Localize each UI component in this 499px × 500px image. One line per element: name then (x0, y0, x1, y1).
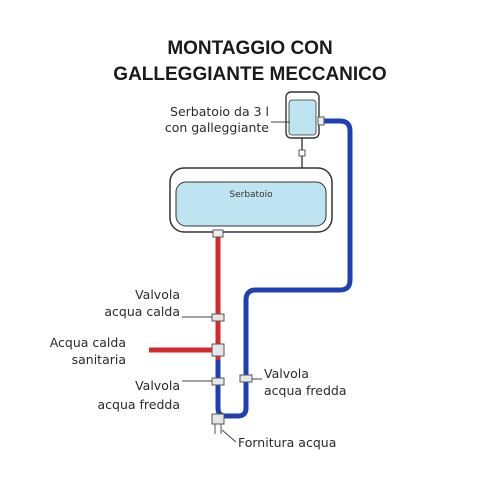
title-line-1: MONTAGGIO CON (167, 38, 332, 59)
main-tank: Serbatoio (169, 167, 333, 233)
supply-fitting (211, 413, 225, 425)
cold-valve-right-label-1: Valvola (264, 366, 309, 381)
cold-valve-right (239, 374, 253, 383)
cold-valve-right-label-2: acqua fredda (264, 383, 347, 398)
hot-valve (211, 313, 225, 322)
small-tank (285, 91, 320, 139)
hot-valve-label-2: acqua calda (104, 304, 180, 319)
small-tank-label-1: Serbatoio da 3 l (170, 104, 269, 119)
small-tank-inlet-fitting (317, 116, 325, 126)
hot-water-label-2: sanitaria (72, 352, 126, 367)
cold-valve-left-label-1: Valvola (135, 378, 180, 393)
cold-water-pipe (215, 118, 353, 419)
leader-supply (221, 429, 237, 443)
hot-water-label-1: Acqua calda (50, 335, 126, 350)
overflow-fitting (298, 149, 306, 157)
hot-valve-label-1: Valvola (135, 287, 180, 302)
tank-outlet-fitting (212, 229, 224, 238)
small-tank-label-2: con galleggiante (165, 120, 269, 135)
cold-valve-left (211, 377, 225, 386)
tee-fitting (211, 343, 225, 357)
supply-label: Fornitura acqua (238, 435, 336, 450)
main-tank-label: Serbatoio (229, 190, 273, 200)
title-line-2: GALLEGGIANTE MECCANICO (113, 64, 386, 85)
cold-valve-left-label-2: acqua fredda (97, 397, 180, 412)
supply-pipe-stub (214, 424, 222, 434)
